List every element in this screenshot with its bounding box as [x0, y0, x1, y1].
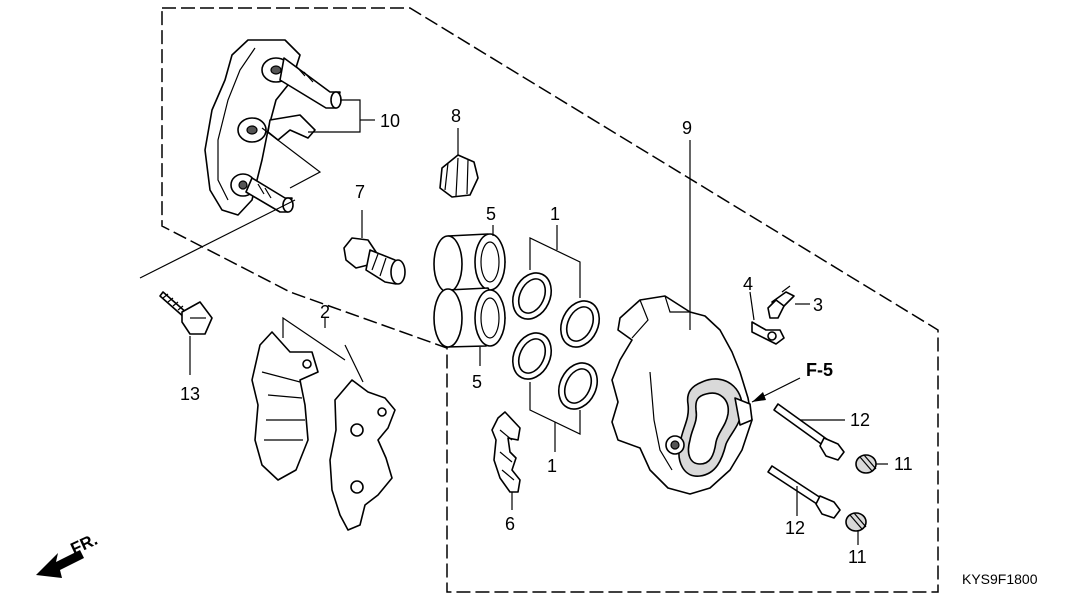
reference-f5-link[interactable]: F-5 — [806, 360, 833, 380]
pin-plug-upper-part — [855, 454, 877, 474]
pad-spring-part — [491, 411, 521, 493]
callout-3: 3 — [813, 295, 823, 315]
callout-1-top: 1 — [550, 204, 560, 224]
pin-plug-lower-part — [845, 512, 867, 532]
callout-4: 4 — [743, 274, 753, 294]
bleeder-cap-part — [751, 321, 785, 345]
callout-11-top: 11 — [894, 454, 913, 474]
caliper-body-part — [611, 295, 753, 495]
assembly-outline — [161, 7, 939, 593]
pad-pin-upper-part — [773, 403, 845, 461]
callout-5-top: 5 — [486, 204, 496, 224]
callout-7: 7 — [355, 182, 365, 202]
slide-pin-part — [343, 237, 406, 285]
boot-part — [439, 154, 479, 198]
caliper-bracket-part — [204, 39, 342, 216]
callout-8: 8 — [451, 106, 461, 126]
bleeder-screw-part — [767, 285, 795, 319]
callout-12-bottom: 12 — [785, 518, 805, 538]
callout-13: 13 — [180, 384, 200, 404]
piston-upper-part — [433, 233, 506, 293]
brake-pad-front-part — [251, 331, 319, 481]
front-direction-arrow-icon — [36, 550, 84, 578]
callout-12-top: 12 — [850, 410, 870, 430]
pad-pin-lower-part — [767, 465, 841, 519]
callout-9: 9 — [682, 118, 692, 138]
diagram-code: KYS9F1800 — [962, 571, 1038, 587]
bolt-part — [159, 291, 213, 335]
callout-1-bottom: 1 — [547, 456, 557, 476]
callout-11-bottom: 11 — [848, 547, 867, 567]
brake-pad-rear-part — [329, 379, 396, 531]
callout-5-bottom: 5 — [472, 372, 482, 392]
callout-6: 6 — [505, 514, 515, 534]
seal-upper-front-part — [511, 272, 553, 320]
callout-2: 2 — [320, 302, 330, 322]
reference-arrow-icon — [752, 392, 766, 402]
piston-lower-part — [433, 287, 506, 348]
callout-10: 10 — [380, 111, 400, 131]
seal-upper-rear-part — [559, 300, 601, 348]
seal-lower-front-part — [511, 332, 553, 380]
seal-lower-rear-part — [557, 362, 599, 410]
